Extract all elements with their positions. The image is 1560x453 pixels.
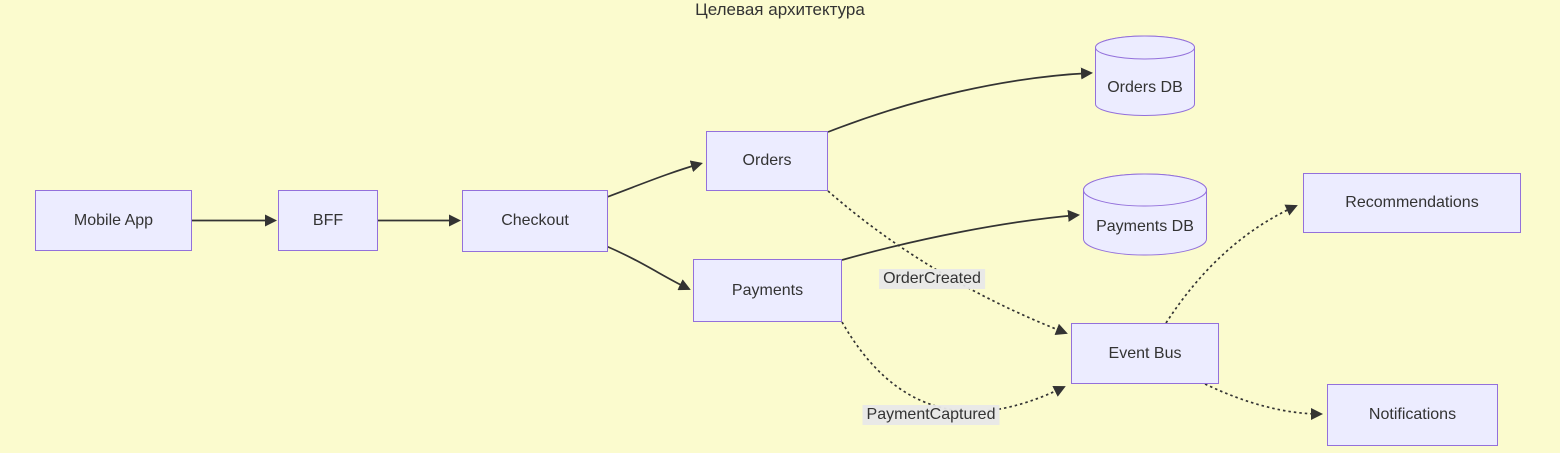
node-orders-label: Orders xyxy=(742,152,792,169)
node-event-bus-label: Event Bus xyxy=(1108,344,1182,362)
node-checkout: Checkout xyxy=(462,190,608,252)
edge-label-payment-captured: PaymentCaptured xyxy=(862,405,1000,425)
node-recommendations-label: Recommendations xyxy=(1345,194,1479,211)
node-checkout-label: Checkout xyxy=(501,212,569,229)
edge-payments-payments-db xyxy=(841,209,1080,261)
edge-orders-orders-db xyxy=(827,67,1093,133)
node-orders-db: Orders DB xyxy=(1095,64,1195,112)
node-orders: Orders xyxy=(706,131,828,191)
orders-db-cylinder-top xyxy=(1095,35,1195,60)
node-mobile-app-label: Mobile App xyxy=(73,211,154,229)
edge-checkout-orders xyxy=(606,160,703,198)
node-recommendations: Recommendations xyxy=(1303,173,1521,233)
edge-label-order-created: OrderCreated xyxy=(879,269,985,289)
node-payments: Payments xyxy=(693,259,842,322)
node-mobile-app: Mobile App xyxy=(35,190,192,251)
node-payments-db: Payments DB xyxy=(1083,203,1207,251)
node-payments-label: Payments xyxy=(731,281,804,299)
node-payments-db-label: Payments DB xyxy=(1096,218,1194,235)
edge-checkout-payments xyxy=(605,245,691,291)
node-orders-db-label: Orders DB xyxy=(1107,79,1183,96)
node-bff: BFF xyxy=(278,190,378,251)
node-bff-label: BFF xyxy=(312,211,344,229)
edge-event-bus-notifications xyxy=(1204,383,1323,420)
payments-db-cylinder-top xyxy=(1083,173,1207,207)
edge-orders-event-bus xyxy=(827,190,1068,335)
diagram-title: Целевая архитектура xyxy=(695,0,865,19)
edge-event-bus-recommendations xyxy=(1165,204,1298,324)
node-event-bus: Event Bus xyxy=(1071,323,1219,384)
node-notifications: Notifications xyxy=(1327,384,1498,446)
node-notifications-label: Notifications xyxy=(1368,406,1457,423)
edge-payments-event-bus xyxy=(841,321,1066,413)
